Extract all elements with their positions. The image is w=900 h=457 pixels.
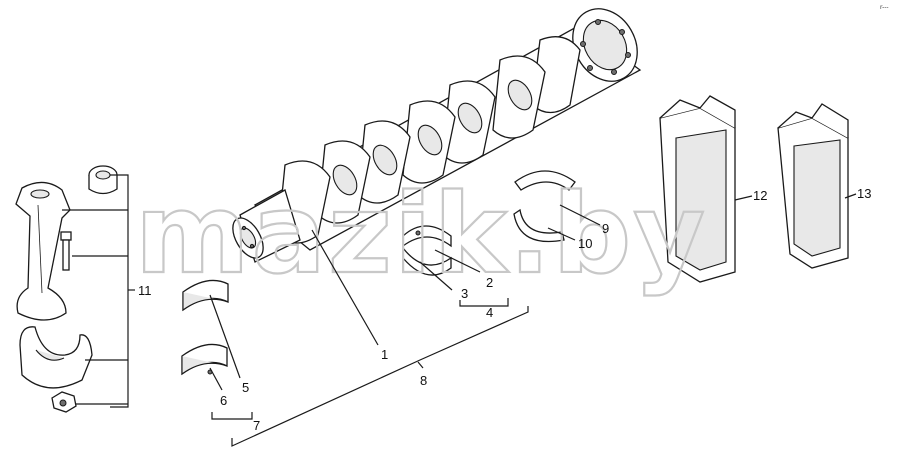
small-end-bushing	[88, 165, 118, 195]
callout-7: 7	[253, 418, 260, 433]
crankshaft	[232, 8, 642, 263]
callout-2: 2	[486, 275, 493, 290]
callout-9: 9	[602, 221, 609, 236]
callout-10: 10	[578, 236, 592, 251]
callout-5: 5	[242, 380, 249, 395]
thrust-washers	[513, 170, 576, 243]
callout-12: 12	[753, 188, 767, 203]
bearing-shell-lower	[181, 343, 228, 376]
callout-4: 4	[486, 305, 493, 320]
connecting-rod	[15, 181, 71, 321]
callout-3: 3	[461, 286, 468, 301]
rod-bolt	[60, 231, 72, 271]
callout-1: 1	[381, 347, 388, 362]
rod-bearing-shells	[402, 225, 452, 276]
rod-cap	[19, 326, 93, 389]
bearing-shell-upper	[182, 279, 229, 312]
bearing-kit-box-large	[659, 95, 736, 283]
callout-11: 11	[138, 283, 152, 298]
corner-mark: r---	[880, 4, 889, 11]
bearing-kit-box-small	[777, 103, 849, 269]
callout-6: 6	[220, 393, 227, 408]
callout-8: 8	[420, 373, 427, 388]
callout-13: 13	[857, 186, 871, 201]
leader-lines	[209, 193, 857, 447]
rod-nut	[51, 391, 77, 413]
watermark-text: mazik.by	[135, 170, 707, 298]
